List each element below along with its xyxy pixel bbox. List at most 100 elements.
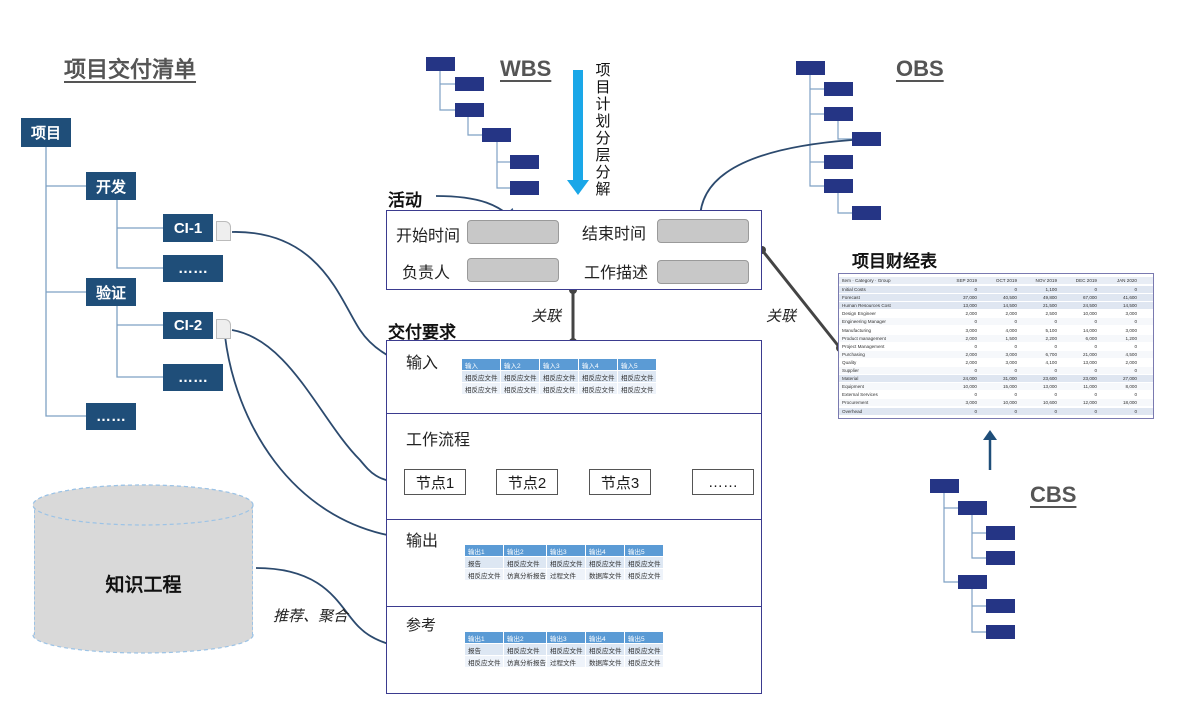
divider-2 — [386, 519, 762, 520]
finance-cell: 0 — [1134, 343, 1137, 349]
finance-cell: 0 — [974, 287, 977, 292]
flow-node-1[interactable]: 节点1 — [404, 469, 466, 495]
flow-node-2[interactable]: 节点2 — [496, 469, 558, 495]
finance-cell: 1,500 — [1005, 335, 1018, 341]
finance-cell: 12,000 — [1082, 400, 1097, 406]
end-time-field[interactable] — [657, 219, 749, 243]
finance-cell: 0 — [1014, 368, 1017, 373]
obs-square-2 — [824, 82, 853, 96]
finance-row-label: Procurement — [842, 400, 869, 406]
tree-node-project[interactable]: 项目 — [21, 118, 71, 147]
finance-cell: 10,600 — [1042, 400, 1057, 406]
finance-cell: 0 — [1014, 392, 1017, 398]
finance-cell: 23,600 — [1042, 376, 1057, 382]
finance-cell: 14,500 — [1002, 303, 1017, 309]
finance-cell: 0 — [1134, 368, 1137, 373]
wbs-square-3 — [455, 103, 484, 117]
obs-square-5 — [824, 155, 853, 169]
description-label: 工作描述 — [584, 265, 649, 282]
finance-cell: 0 — [974, 392, 977, 398]
tree-node-more-root[interactable]: …… — [86, 403, 136, 430]
finance-row-label: Overhead — [842, 408, 863, 414]
obs-square-7 — [852, 206, 881, 220]
document-icon-ci2 — [216, 319, 231, 339]
assoc-label-left: 关联 — [531, 308, 562, 325]
divider-3 — [386, 606, 762, 607]
finance-cell: 0 — [1094, 319, 1097, 325]
finance-row-label: Equipment — [842, 384, 864, 390]
ci2-to-workflow-curve — [231, 329, 403, 483]
knowledge-engineering-label: 知识工程 — [105, 575, 182, 596]
finance-row-label: Initial Costs — [842, 287, 866, 292]
finance-cell: 2,000 — [965, 351, 978, 357]
obs-square-4 — [852, 132, 881, 146]
finance-cell: 1,100 — [1045, 287, 1058, 292]
tree-node-dev[interactable]: 开发 — [86, 172, 136, 200]
recommend-label: 推荐、聚合 — [273, 608, 349, 625]
tree-node-more-dev[interactable]: …… — [163, 255, 223, 282]
tree-node-ci2[interactable]: CI-2 — [163, 312, 213, 339]
finance-cell: 14,000 — [1082, 327, 1097, 333]
finance-cell: 10,000 — [1082, 311, 1097, 317]
tree-node-more-verify[interactable]: …… — [163, 364, 223, 391]
finance-row-label: Manufacturing — [842, 327, 872, 333]
owner-field[interactable] — [467, 258, 559, 282]
finance-cell: 0 — [1094, 343, 1097, 349]
finance-cell: SEP 2019 — [956, 278, 977, 283]
end-time-label: 结束时间 — [582, 226, 647, 243]
cbs-square-2 — [958, 501, 987, 515]
finance-cell: 5,100 — [1045, 327, 1058, 333]
finance-cell: 41,600 — [1122, 295, 1137, 301]
output-section-label: 输出 — [406, 533, 439, 550]
obs-square-6 — [824, 179, 853, 193]
obs-tree-lines — [809, 75, 852, 214]
finance-cell: 0 — [1014, 343, 1017, 349]
finance-row-label: Quality — [842, 359, 857, 365]
flow-node-3[interactable]: 节点3 — [589, 469, 651, 495]
finance-cell: 0 — [1054, 319, 1057, 325]
finance-cell: 1,200 — [1125, 335, 1138, 341]
deliverables-tree-lines — [45, 147, 163, 417]
finance-cell: 67,000 — [1082, 295, 1097, 301]
tree-node-verify[interactable]: 验证 — [86, 278, 136, 306]
wbs-tree-lines — [439, 70, 510, 189]
finance-cell: 3,000 — [965, 327, 978, 333]
finance-row-label: Forecast — [842, 295, 860, 301]
start-time-field[interactable] — [467, 220, 559, 244]
finance-cell: 15,000 — [1002, 384, 1017, 390]
cbs-square-3 — [986, 526, 1015, 540]
delivery-title: 交付要求 — [388, 323, 456, 342]
finance-cell: 3,000 — [1005, 359, 1018, 365]
finance-row-label: Supplier — [842, 368, 859, 373]
finance-cell: 0 — [1134, 287, 1137, 292]
finance-cell: 6,000 — [1085, 335, 1098, 341]
ci2-to-output-curve — [224, 335, 399, 538]
description-field[interactable] — [657, 260, 749, 284]
finance-cell: 13,000 — [1042, 384, 1057, 390]
finance-cell: 0 — [1134, 392, 1137, 398]
finance-cell: 0 — [1014, 319, 1017, 325]
finance-row-label: Engineering Manager — [842, 319, 886, 325]
tree-node-ci1[interactable]: CI-1 — [163, 214, 213, 242]
finance-row-label: Product management — [842, 335, 886, 341]
decompose-arrow-shaft — [573, 70, 583, 182]
finance-cell: 11,000 — [1083, 384, 1097, 390]
finance-title: 项目财经表 — [852, 252, 937, 271]
finance-cell: OCT 2019 — [995, 278, 1017, 283]
finance-cell: 37,000 — [962, 295, 977, 301]
wbs-title: WBS — [500, 56, 552, 81]
deliverables-title: 项目交付清单 — [64, 57, 197, 82]
finance-cell: 4,500 — [1125, 351, 1138, 357]
finance-row-label: External Services — [842, 392, 878, 398]
finance-cell: 13,000 — [1082, 359, 1097, 365]
flow-node-more[interactable]: …… — [692, 469, 754, 495]
